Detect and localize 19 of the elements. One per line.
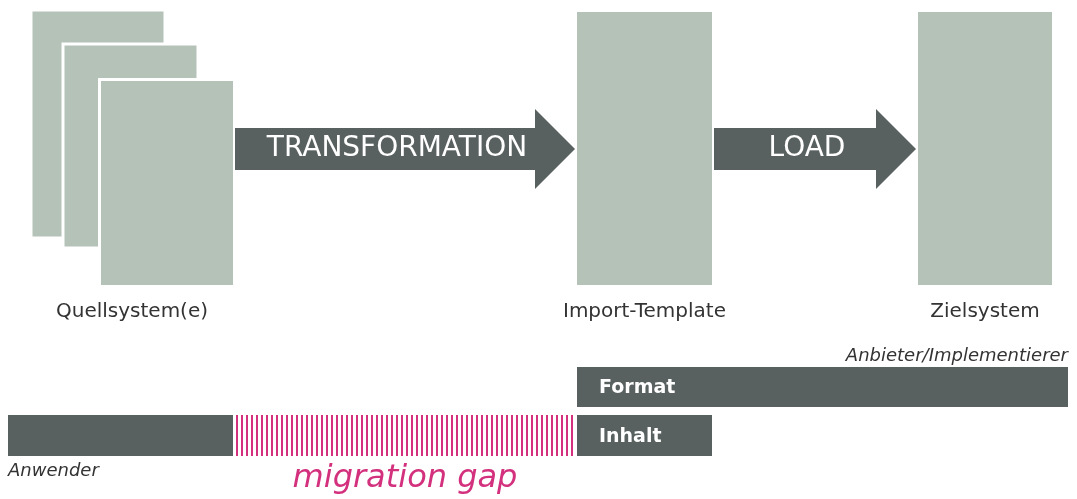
bar-label: Format	[599, 377, 676, 396]
system-box	[918, 12, 1052, 285]
bar-label: Inhalt	[599, 425, 662, 445]
system-box	[577, 12, 712, 285]
role-bar	[577, 415, 712, 456]
block-arrow	[714, 109, 916, 189]
box-caption: Zielsystem	[929, 300, 1041, 320]
stacked-system-boxes	[98, 78, 233, 285]
gap-caption: migration gap	[291, 460, 519, 492]
role-bar	[8, 415, 233, 456]
arrow-label: LOAD	[767, 133, 847, 161]
role-caption: Anwender	[8, 461, 101, 479]
role-caption: Anbieter/Implementierer	[844, 346, 1068, 364]
arrow-label: TRANSFORMATION	[265, 133, 529, 161]
box-caption: Import-Template	[562, 300, 727, 320]
block-arrow	[235, 109, 575, 189]
box-caption: Quellsystem(e)	[54, 300, 210, 320]
role-bar	[577, 367, 1068, 407]
hatched-gap-bar	[235, 415, 575, 456]
